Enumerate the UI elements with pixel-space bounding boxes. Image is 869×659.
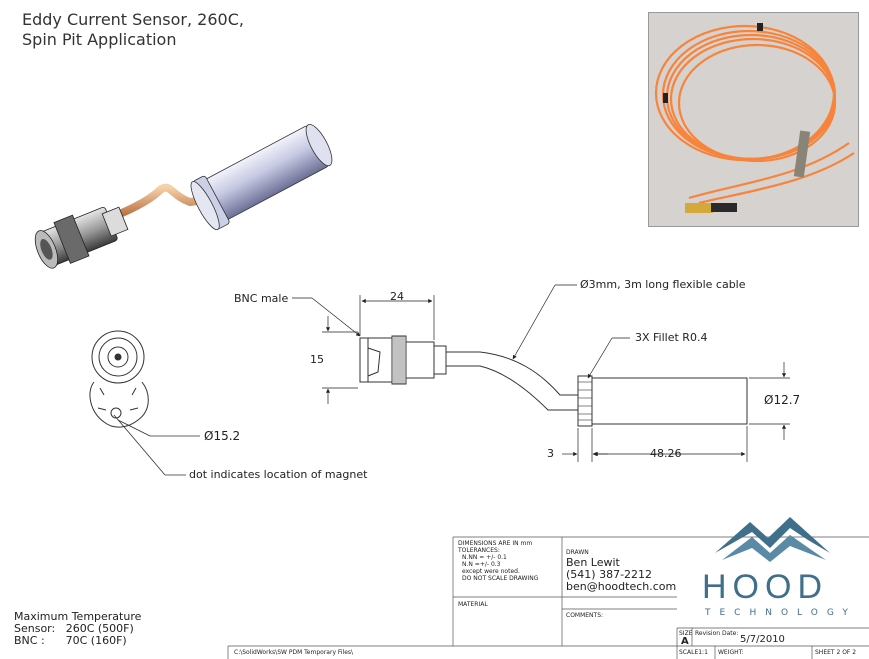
drawn-contact: Ben Lewit (541) 387-2212 ben@hoodtech.co… — [566, 557, 676, 593]
sensor-photo — [648, 12, 859, 227]
tol-1: N.NN = +/- 0.1 — [462, 554, 507, 561]
bnc-connector-3d — [34, 206, 129, 269]
comments-label: COMMENTS: — [566, 612, 604, 619]
max-temp-bnc: BNC : 70C (160F) — [14, 634, 127, 647]
scale-label: SCALE1:1 — [679, 649, 708, 656]
dimension-lines — [292, 284, 790, 462]
diameter-symbol: Ø — [580, 278, 589, 291]
do-not-scale-note: DO NOT SCALE DRAWING — [462, 575, 539, 582]
title-block-grid — [227, 536, 869, 659]
title-line-2: Spin Pit Application — [22, 30, 177, 49]
logo-word: HOOD — [702, 568, 828, 606]
sensor-photo-art — [649, 13, 858, 226]
size-value: A — [681, 636, 689, 647]
sensor-body-3d — [190, 124, 333, 231]
cable-label: Ø3mm, 3m long flexible cable — [580, 278, 746, 291]
title-line-1: Eddy Current Sensor, 260C, — [22, 10, 244, 29]
logo-mountain-icon — [715, 517, 830, 562]
drawn-phone: (541) 387-2212 — [566, 568, 653, 581]
dim-48-26-label: 48.26 — [650, 447, 682, 460]
dims-line-1: DIMENSIONS ARE IN mm — [458, 540, 533, 547]
dims-line-2: TOLERANCES: — [458, 547, 500, 554]
drawn-name: Ben Lewit — [566, 556, 620, 569]
weight-label: WEIGHT: — [718, 649, 744, 656]
diameter-symbol-3: Ø — [204, 429, 214, 443]
except-note: except were noted. — [462, 568, 520, 575]
size-label: SIZE — [679, 630, 693, 637]
dim-15-2-text: 15.2 — [213, 429, 241, 443]
isometric-view — [34, 124, 333, 269]
dim-15-2-label: Ø15.2 — [204, 429, 240, 443]
file-path: C:\SolidWorks\SW PDM Temporary Files\ — [234, 649, 354, 656]
dim-3-label: 3 — [547, 447, 554, 460]
fillet-label: 3X Fillet R0.4 — [635, 331, 708, 344]
drawing-title: Eddy Current Sensor, 260C, Spin Pit Appl… — [22, 10, 244, 50]
copper-cable — [106, 183, 209, 222]
drawn-label: DRAWN — [566, 549, 589, 556]
max-temperature-note: Maximum Temperature Sensor: 260C (500F) … — [14, 611, 141, 647]
diameter-symbol-2: Ø — [764, 393, 774, 407]
sheet-label: SHEET 2 OF 2 — [815, 649, 857, 656]
tol-2: N.N =+/- 0.3 — [462, 561, 501, 568]
logo-sub: TECHNOLOGY — [705, 608, 857, 618]
material-label: MATERIAL — [458, 601, 488, 608]
end-view — [89, 330, 200, 476]
dim-24-label: 24 — [390, 290, 404, 303]
drawn-email: ben@hoodtech.com — [566, 580, 677, 593]
dim-12-7-label: Ø12.7 — [764, 393, 800, 407]
tolerances-block: DIMENSIONS ARE IN mm TOLERANCES: N.NN = … — [458, 540, 538, 582]
max-temp-sensor: Sensor: 260C (500F) — [14, 622, 134, 635]
dot-note: dot indicates location of magnet — [189, 468, 368, 481]
cable-label-text: 3mm, 3m long flexible cable — [588, 278, 746, 291]
side-view — [359, 335, 748, 427]
revision-date: 5/7/2010 — [740, 634, 785, 645]
bnc-male-label: BNC male — [234, 292, 289, 305]
max-temp-heading: Maximum Temperature — [14, 610, 142, 623]
dim-12-7-text: 12.7 — [773, 393, 801, 407]
revision-label: Revision Date: — [695, 630, 739, 637]
dim-15-label: 15 — [310, 353, 324, 366]
